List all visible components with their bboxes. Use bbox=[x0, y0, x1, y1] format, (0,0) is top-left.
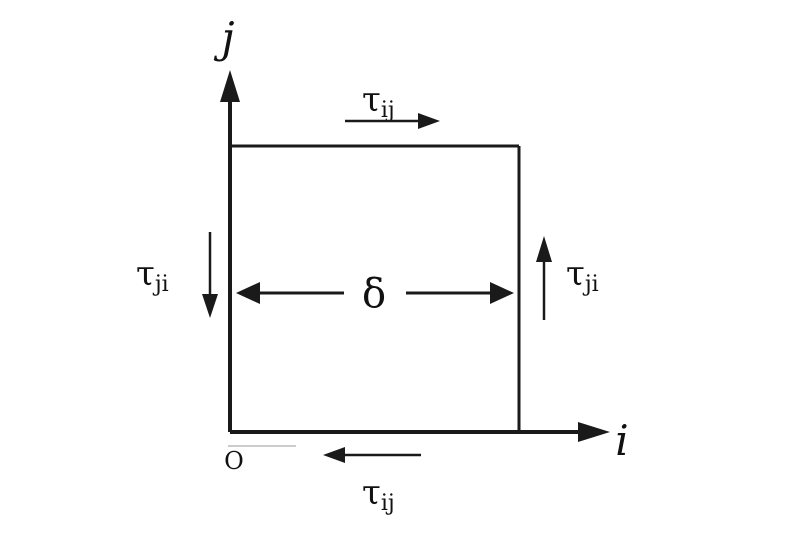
top-stress-label: τij bbox=[362, 80, 395, 123]
bottom-stress-arrowhead bbox=[323, 447, 345, 463]
i-axis-label: i bbox=[615, 416, 628, 465]
top-shear-stress: τij bbox=[345, 80, 440, 129]
bottom-stress-label: τij bbox=[362, 473, 395, 516]
top-stress-subscript: ij bbox=[381, 98, 395, 123]
top-stress-symbol: τ bbox=[362, 80, 381, 120]
bottom-stress-subscript: ij bbox=[381, 491, 395, 516]
origin-label: O bbox=[224, 447, 244, 475]
right-stress-label: τji bbox=[566, 254, 599, 297]
dimension-label: δ bbox=[362, 271, 386, 317]
width-dimension: δ bbox=[236, 271, 514, 317]
right-shear-stress: τji bbox=[536, 236, 599, 320]
bottom-stress-symbol: τ bbox=[362, 473, 381, 513]
left-stress-arrowhead bbox=[202, 294, 218, 318]
left-stress-subscript: ji bbox=[152, 272, 169, 297]
bottom-shear-stress: τij bbox=[323, 447, 421, 516]
j-axis-label: j bbox=[213, 13, 234, 62]
right-stress-arrowhead bbox=[536, 236, 552, 262]
i-axis-arrowhead bbox=[578, 422, 610, 442]
left-shear-stress: τji bbox=[136, 232, 218, 318]
right-stress-subscript: ji bbox=[582, 272, 599, 297]
left-stress-label: τji bbox=[136, 254, 169, 297]
dimension-right-arrowhead bbox=[490, 282, 514, 304]
j-axis-arrowhead bbox=[220, 70, 240, 102]
top-stress-arrowhead bbox=[418, 113, 440, 129]
right-stress-symbol: τ bbox=[566, 254, 585, 294]
dimension-left-arrowhead bbox=[236, 282, 260, 304]
left-stress-symbol: τ bbox=[136, 254, 155, 294]
